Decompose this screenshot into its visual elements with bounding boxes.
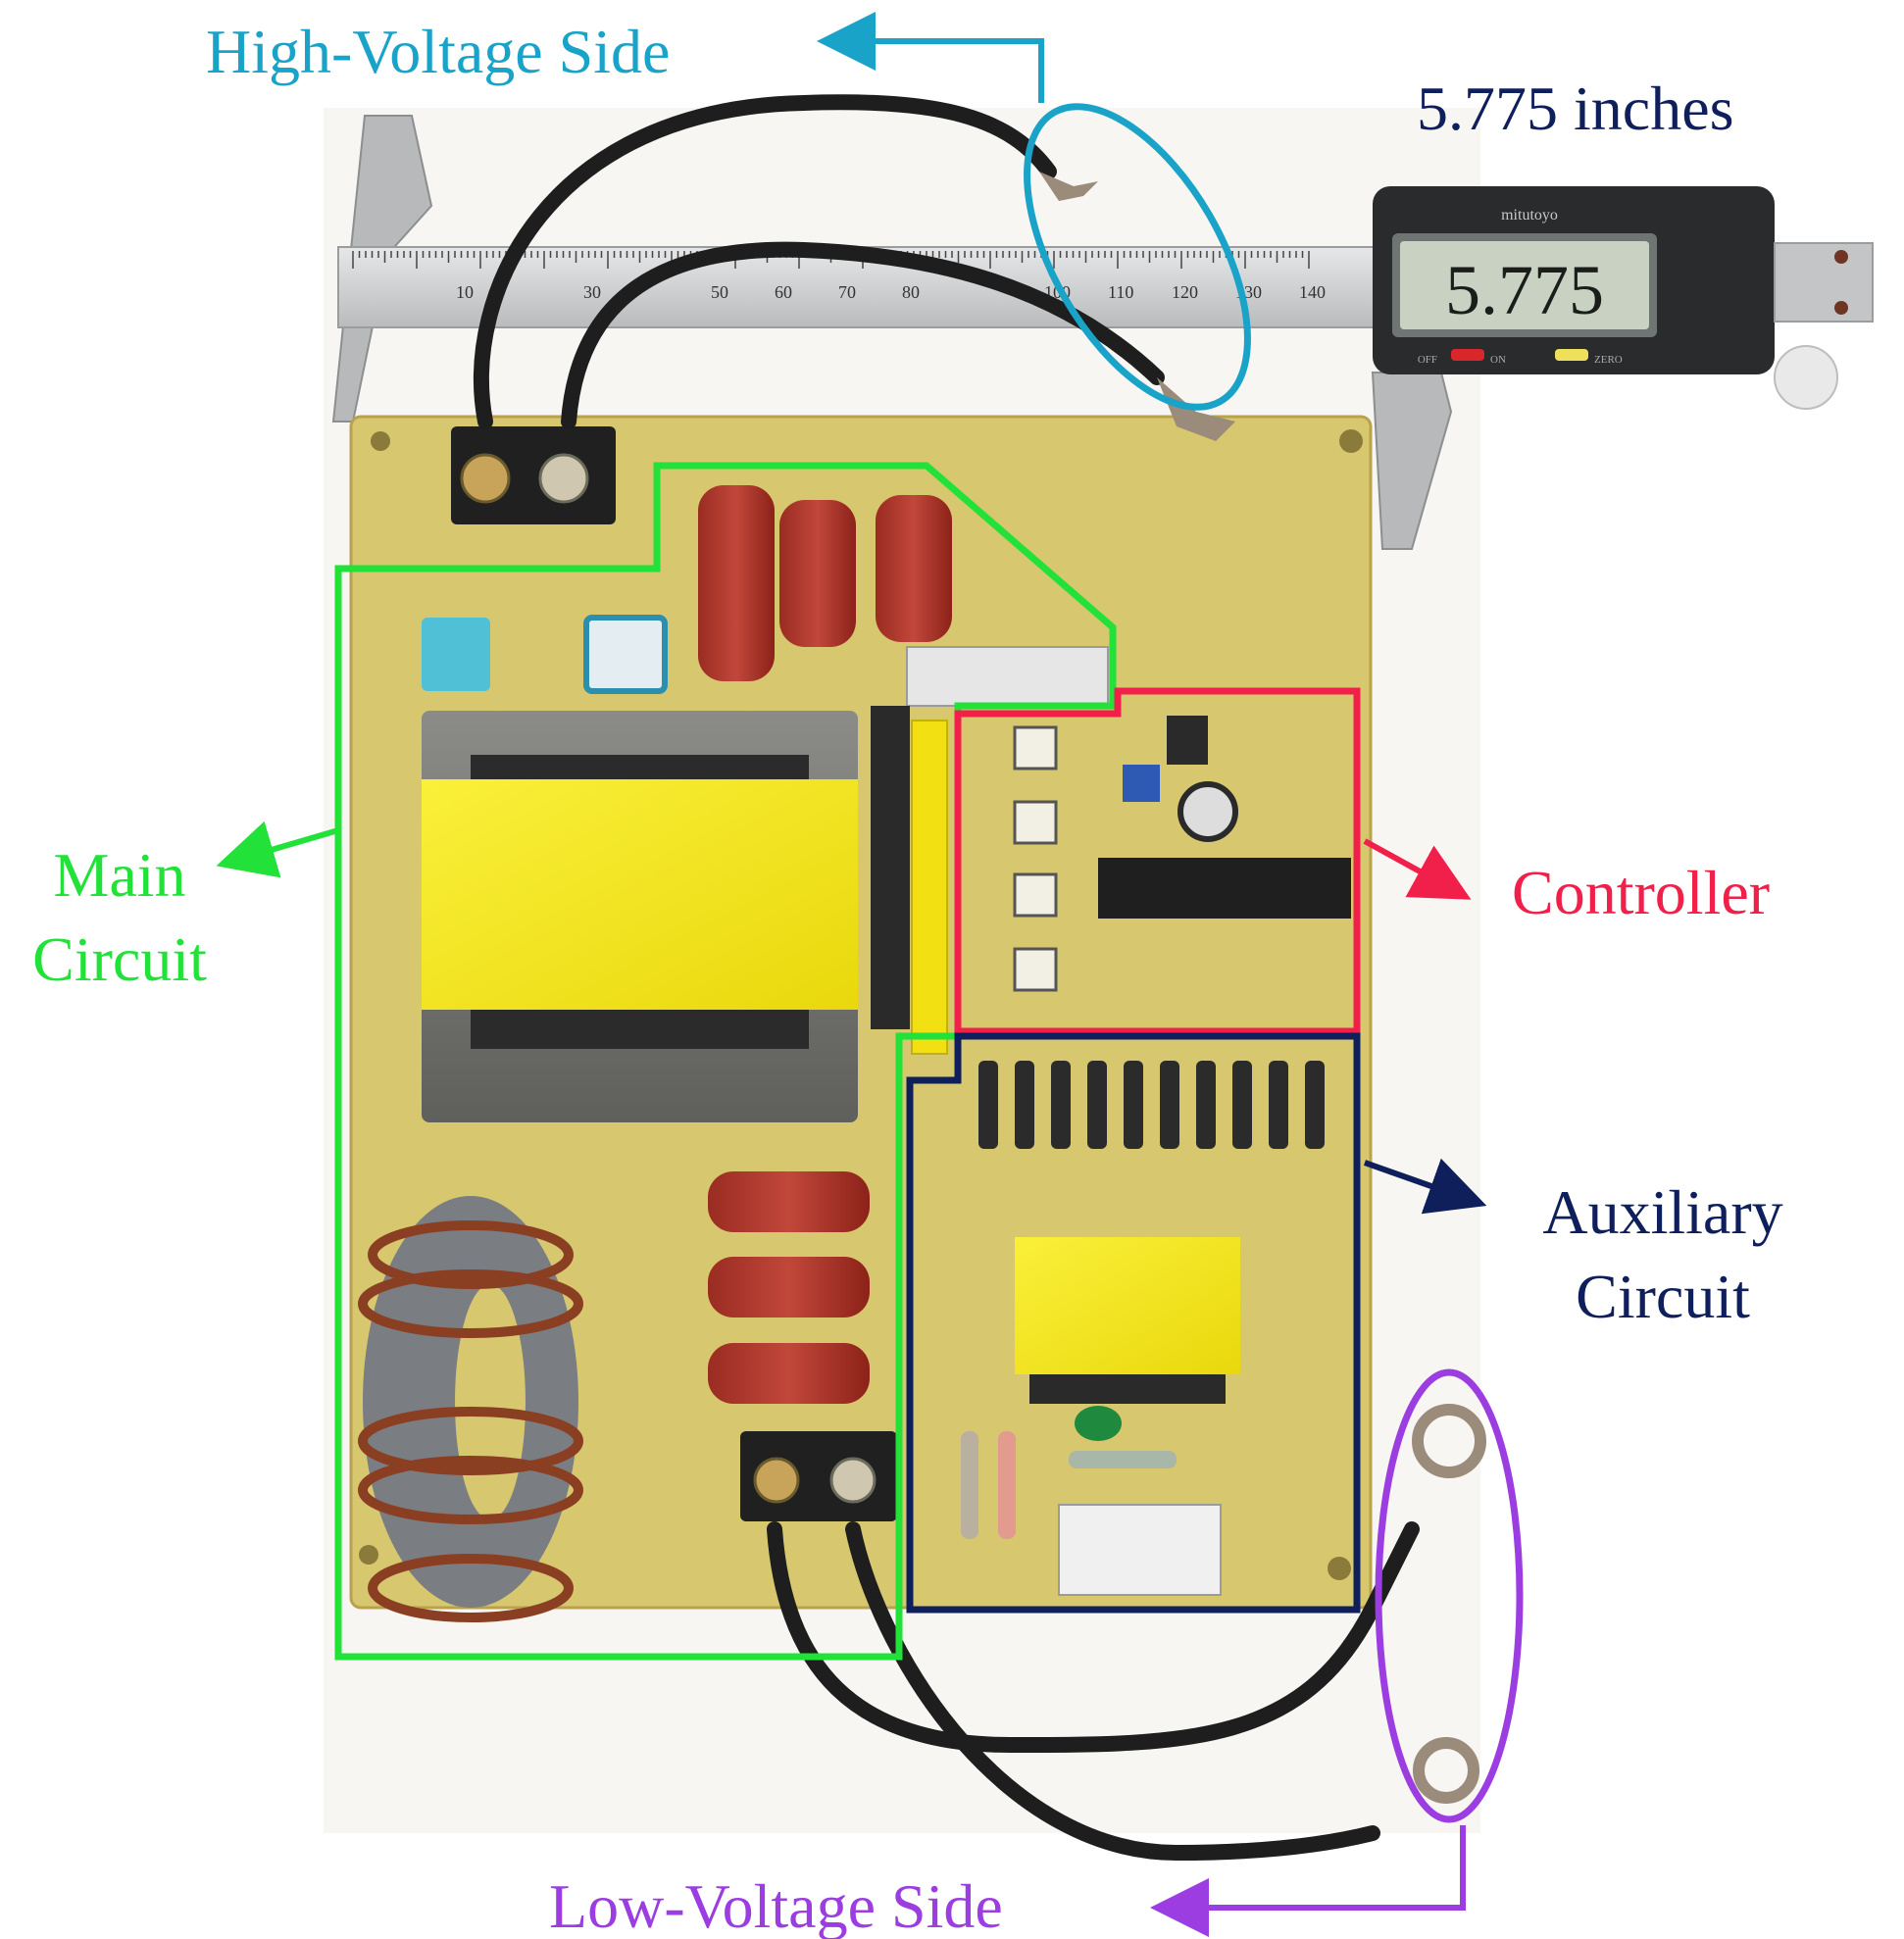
scale-label: 80	[902, 282, 920, 302]
wire-high-2	[561, 241, 1165, 429]
wire-high-1	[474, 94, 1057, 429]
diode	[1232, 1061, 1252, 1149]
main-circuit-arrow	[216, 820, 339, 878]
caliper-brand: mitutoyo	[1501, 207, 1558, 224]
low-voltage-label: Low-Voltage Side	[549, 1871, 1003, 1939]
yellow-capacitor	[911, 720, 948, 1055]
diode	[1160, 1061, 1179, 1149]
high-voltage-ellipse	[1024, 103, 1251, 411]
voltage-regulator	[1167, 716, 1208, 765]
caliper-display	[1400, 241, 1649, 329]
green-capacitor	[1075, 1406, 1122, 1441]
caliper-thumb-wheel	[1774, 345, 1838, 410]
terminal-screw	[753, 1457, 800, 1504]
low-voltage-arrow	[1150, 1825, 1466, 1937]
wires	[474, 94, 1420, 1862]
aux-transformer-base	[1029, 1374, 1226, 1404]
diode-array	[978, 1061, 1325, 1149]
off-on-button[interactable]	[1451, 349, 1484, 361]
pcb-board	[349, 415, 1373, 1622]
spade-lug	[1039, 172, 1098, 201]
terminal-screw	[460, 453, 511, 504]
wire-low-2	[845, 1521, 1380, 1862]
toroid-inductor-hole	[455, 1284, 526, 1519]
zero-label: ZERO	[1594, 354, 1623, 366]
heat-sink	[906, 646, 1109, 707]
caliper-screw	[1834, 250, 1848, 264]
film-capacitor	[876, 495, 952, 642]
blue-capacitor	[422, 618, 490, 691]
mounting-hole	[1328, 1557, 1351, 1580]
auxiliary-arrow	[1363, 1158, 1487, 1215]
film-capacitor	[708, 1171, 870, 1232]
diode	[978, 1061, 998, 1149]
low-voltage-ellipse	[1375, 1368, 1524, 1823]
caliper: 10 30 50 60 70 80 100 110 120 130 140 5.…	[331, 115, 1874, 550]
mounting-hole	[371, 431, 390, 451]
diode	[1196, 1061, 1216, 1149]
on-label: ON	[1490, 354, 1506, 366]
aux-heat-sink	[1058, 1504, 1222, 1596]
scale-label: 110	[1108, 282, 1133, 302]
scale-label: 10	[456, 282, 474, 302]
controller-label: Controller	[1512, 858, 1770, 927]
scale-label: 70	[838, 282, 856, 302]
diode	[1124, 1061, 1143, 1149]
high-voltage-label: High-Voltage Side	[206, 17, 670, 86]
resistor	[961, 1431, 978, 1539]
ring-lug	[1413, 1737, 1479, 1804]
main-circuit-label-line2: Circuit	[32, 924, 207, 994]
mounting-hole	[1339, 429, 1363, 453]
scale-label: 120	[1172, 282, 1198, 302]
diode	[1087, 1061, 1107, 1149]
main-circuit-label-line1: Main	[53, 840, 185, 910]
film-capacitor	[708, 1343, 870, 1404]
main-transformer-winding	[422, 779, 858, 1010]
wire-low-1	[767, 1521, 1420, 1754]
diode	[1305, 1061, 1325, 1149]
caliper-scale-labels: 10 30 50 60 70 80 100 110 120 130 140	[456, 282, 1326, 302]
terminal-screw	[829, 1457, 877, 1504]
measurement-label: 5.775 inches	[1417, 74, 1734, 143]
high-voltage-arrow	[817, 12, 1044, 103]
terminal-screw	[538, 453, 589, 504]
auxiliary-circuit-label-line1: Auxiliary	[1542, 1177, 1782, 1247]
scale-label: 140	[1299, 282, 1326, 302]
film-capacitor	[698, 485, 775, 681]
scale-label: 30	[583, 282, 601, 302]
auxiliary-circuit-label-line2: Circuit	[1576, 1262, 1750, 1331]
controller-arrow	[1363, 838, 1472, 900]
controller-outline	[954, 687, 1361, 1035]
spade-lug	[1157, 377, 1235, 441]
resistor	[998, 1431, 1016, 1539]
film-capacitor	[708, 1257, 870, 1318]
caliper-end-bar	[1774, 242, 1874, 323]
controller-ic	[1098, 858, 1351, 919]
optocouplers	[1013, 725, 1058, 992]
off-label: OFF	[1418, 354, 1437, 366]
caliper-screw	[1834, 301, 1848, 315]
zero-button[interactable]	[1555, 349, 1588, 361]
main-circuit-outline	[334, 462, 1117, 1661]
black-capacitor	[871, 706, 910, 1029]
scale-label: 60	[775, 282, 792, 302]
resistor	[1069, 1451, 1177, 1468]
diode	[1269, 1061, 1288, 1149]
scale-label: 50	[711, 282, 728, 302]
electrolytic-capacitor	[1177, 781, 1238, 842]
ring-lug	[1412, 1404, 1486, 1478]
wire-lugs	[1039, 172, 1486, 1804]
diode	[1051, 1061, 1071, 1149]
auxiliary-circuit-outline	[906, 1032, 1361, 1614]
toroid-winding	[358, 1220, 583, 1622]
film-capacitor	[779, 500, 856, 647]
diode	[1015, 1061, 1034, 1149]
mounting-hole	[359, 1545, 378, 1565]
trimmer-potentiometer	[1123, 765, 1160, 802]
aux-transformer	[1015, 1237, 1240, 1374]
caliper-readout: 5.775	[1445, 251, 1604, 329]
blue-capacitor	[583, 615, 668, 694]
